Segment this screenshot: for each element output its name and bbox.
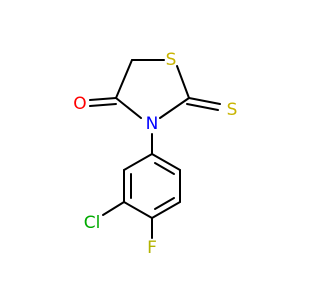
bond-c2-s-2 xyxy=(186,103,219,111)
bond-aromatic-inner-2 xyxy=(154,197,175,210)
bond-c4-o-2 xyxy=(89,103,117,107)
bond-c2-s-1 xyxy=(188,97,221,105)
bond-aromatic-inner-1 xyxy=(154,162,175,175)
bond-c2-n xyxy=(159,97,190,119)
atom-chlorine: Cl xyxy=(84,213,101,233)
atom-oxygen: O xyxy=(73,94,86,114)
bond-sring-c2 xyxy=(176,65,190,99)
bond-ar3-ar4 xyxy=(151,201,181,219)
atom-sulfur-ring: S xyxy=(166,50,177,70)
bond-ar6-ar1 xyxy=(123,153,153,171)
atom-sulfur-thione: S xyxy=(227,100,238,120)
atom-nitrogen: N xyxy=(146,114,159,134)
molecule-structure-diagram: S S O N Cl F xyxy=(73,50,238,258)
bond-n-c4 xyxy=(115,97,142,119)
bond-c4-ch2 xyxy=(115,59,133,99)
bond-ar4-ar5 xyxy=(123,201,153,219)
bond-ar1-ar2 xyxy=(151,153,181,171)
bond-ar5-cl xyxy=(102,201,125,216)
bond-c4-o-1 xyxy=(89,97,117,101)
atom-fluorine: F xyxy=(147,238,157,258)
